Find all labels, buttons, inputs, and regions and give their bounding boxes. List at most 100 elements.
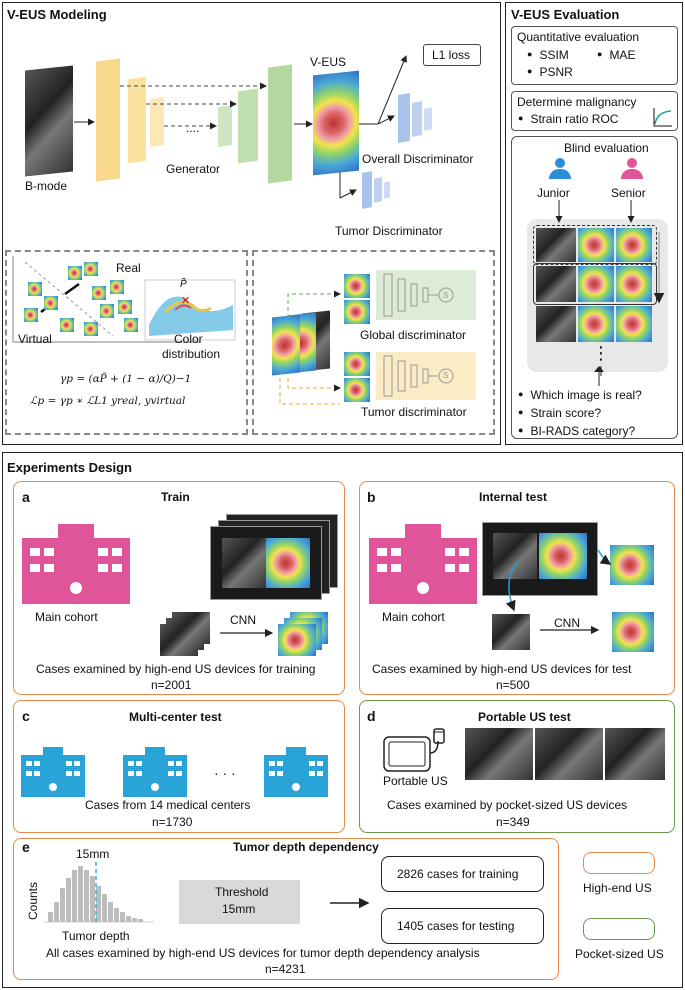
tumor-discriminator-detail-label: Tumor discriminator — [361, 405, 467, 419]
depth-desc: All cases examined by high-end US device… — [46, 946, 480, 960]
portable-title: Portable US test — [478, 710, 571, 724]
tumor-discriminator-label: Tumor Discriminator — [335, 224, 443, 238]
train-title: Train — [161, 490, 190, 504]
l1-loss-label: L1 loss — [432, 48, 471, 62]
blind-eval-title: Blind evaluation — [564, 141, 649, 155]
senior-avatar-icon — [619, 158, 645, 180]
train-cnn-label: CNN — [230, 613, 256, 627]
question-real: Which image is real? — [518, 389, 641, 401]
bmode-label: B-mode — [25, 179, 68, 193]
blind-eval-vdots: ⋮ — [592, 343, 610, 363]
blind-eval-arrows — [555, 200, 665, 376]
legend-pocket-swatch — [583, 918, 655, 940]
train-cases-label: 2826 cases for training — [397, 867, 519, 881]
depth-box — [13, 838, 559, 980]
internal-arrows — [505, 549, 612, 635]
tumor-discriminator-net — [376, 352, 476, 400]
formula-loss: ℒp = γp ∗ ℒL1 yreal, yvirtual — [30, 395, 186, 407]
internal-test-title: Internal test — [479, 490, 548, 504]
depth-mm-label: 15mm — [76, 847, 110, 861]
generator-label: Generator — [166, 162, 221, 176]
depth-letter: e — [22, 839, 30, 855]
multicenter-test-box — [13, 700, 345, 833]
test-cases-label: 1405 cases for testing — [397, 919, 515, 933]
legend-high-end-swatch — [583, 852, 655, 874]
test-cases-box — [381, 908, 544, 944]
question-strain: Strain score? — [518, 407, 601, 419]
experiments-panel — [2, 452, 683, 988]
multicenter-desc: Cases from 14 medical centers — [85, 798, 251, 812]
train-cnn-arrow — [220, 628, 274, 638]
depth-x-label: Tumor depth — [62, 929, 130, 943]
l1-loss-box — [423, 44, 481, 66]
blind-eval-row-highlight-2 — [533, 263, 657, 305]
depth-counts-label: Counts — [26, 881, 40, 920]
train-desc: Cases examined by high-end US devices fo… — [36, 662, 316, 676]
internal-n: n=500 — [496, 678, 530, 692]
p-tilde-label: P̃ — [180, 279, 187, 290]
internal-cnn-label: CNN — [554, 616, 580, 630]
hospital-icon-main-b — [369, 524, 477, 604]
roc-curve-icon — [653, 108, 672, 127]
real-label: Real — [116, 261, 141, 275]
internal-cohort-label: Main cohort — [382, 610, 445, 624]
train-n: n=2001 — [151, 678, 192, 692]
blind-eval-row-highlight-1 — [533, 225, 657, 265]
train-letter: a — [22, 489, 30, 505]
color-distribution-box — [5, 250, 248, 435]
depth-n: n=4231 — [265, 962, 306, 976]
modeling-title: V-EUS Modeling — [7, 7, 107, 22]
svg-text:✕: ✕ — [181, 294, 190, 307]
threshold-label-1: Threshold — [215, 885, 269, 899]
internal-device-screen — [482, 522, 598, 596]
tumor-discriminator-s: S — [443, 371, 449, 380]
multicenter-title: Multi-center test — [129, 710, 222, 724]
quant-eval-box — [511, 26, 678, 85]
depth-histogram — [44, 862, 154, 923]
senior-label: Senior — [611, 186, 646, 200]
overall-discriminator-label: Overall Discriminator — [362, 152, 474, 166]
formula-gamma: γp = (αP̃ + (1 − α)/Q)−1 — [60, 373, 192, 385]
threshold-label-2: 15mm — [222, 902, 256, 916]
veus-label: V-EUS — [310, 55, 347, 69]
metric-psnr: PSNR — [527, 66, 572, 78]
portable-desc: Cases examined by pocket-sized US device… — [387, 798, 628, 812]
internal-test-box — [359, 481, 675, 695]
evaluation-panel — [505, 2, 683, 445]
portable-letter: d — [367, 708, 376, 724]
multicenter-dots: · · · — [214, 765, 236, 781]
depth-title: Tumor depth dependency — [233, 840, 379, 854]
train-cohort-label: Main cohort — [35, 610, 98, 624]
internal-desc: Cases examined by high-end US devices fo… — [372, 662, 632, 676]
junior-label: Junior — [537, 186, 570, 200]
question-birads: BI-RADS category? — [518, 425, 635, 437]
internal-cnn-output — [612, 612, 654, 652]
virtual-label: Virtual — [18, 332, 52, 346]
internal-test-letter: b — [367, 489, 376, 505]
blind-eval-box — [511, 136, 678, 439]
blind-eval-up-arrow — [594, 366, 604, 386]
threshold-box — [179, 880, 300, 924]
quant-eval-title: Quantitative evaluation — [517, 30, 640, 44]
metric-mae: MAE — [597, 49, 635, 61]
color-distribution-label-2: distribution — [162, 347, 221, 361]
global-discriminator-s: S — [443, 291, 449, 300]
multicenter-letter: c — [22, 708, 30, 724]
legend-high-end-label: High-end US — [583, 881, 652, 895]
global-discriminator-net — [376, 270, 476, 320]
color-distribution-label-1: Color — [174, 332, 203, 346]
metric-ssim: SSIM — [527, 49, 568, 61]
junior-avatar-icon — [547, 158, 573, 180]
veus-image — [313, 70, 359, 176]
hospital-icon-main-a — [22, 524, 130, 604]
train-cases-box — [381, 856, 544, 892]
modeling-arrows — [74, 55, 407, 199]
portable-n: n=349 — [496, 815, 530, 829]
experiments-title: Experiments Design — [7, 460, 132, 475]
modeling-panel — [2, 2, 501, 445]
global-discriminator-label: Global discriminator — [360, 328, 467, 342]
color-distribution-diagram: ✕ — [12, 256, 236, 343]
malignancy-box — [511, 91, 678, 131]
generator-ellipsis: .... — [186, 121, 200, 135]
portable-device-label: Portable US — [383, 774, 448, 788]
